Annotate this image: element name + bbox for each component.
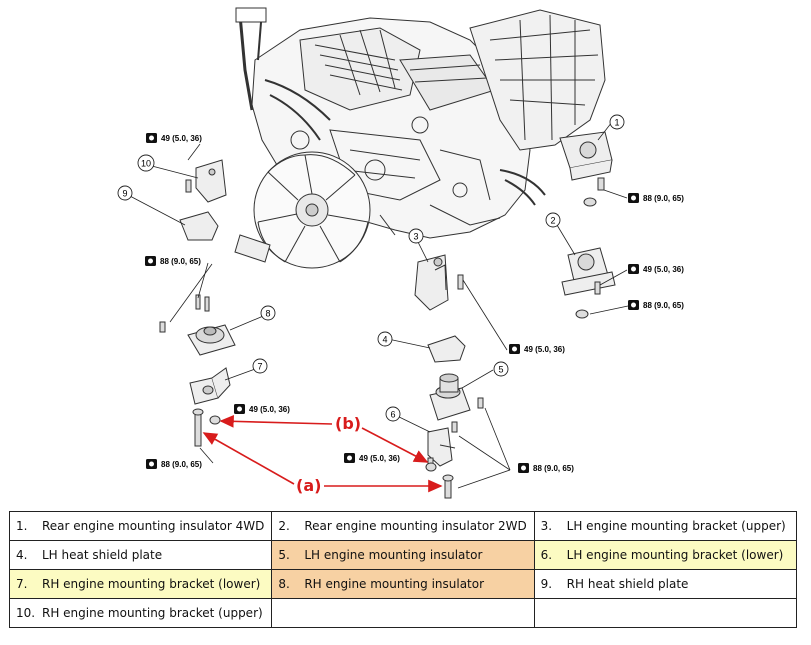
legend-cell: 10. RH engine mounting bracket (upper) [8, 598, 273, 628]
part-7-drawing [189, 367, 231, 405]
part-1-drawing [559, 131, 613, 207]
legend-number: 2. [278, 519, 290, 533]
engine-mount-diagram: 1 2 3 4 5 6 7 8 9 10 49 (5.0, 36) [117, 7, 684, 499]
legend-cell-highlighted: 7. RH engine mounting bracket (lower) [8, 569, 273, 599]
legend-cell-highlighted: 5. LH engine mounting insulator [271, 540, 535, 570]
torque-spec-10: 88 (9.0, 65) [518, 463, 574, 473]
callout-8: 8 [260, 305, 276, 321]
legend-label: RH heat shield plate [566, 577, 689, 591]
callout-10: 10 [137, 154, 155, 172]
svg-text:(a): (a) [296, 476, 321, 495]
legend-cell-highlighted: 8. RH engine mounting insulator [271, 569, 535, 599]
legend-label: RH engine mounting insulator [304, 577, 485, 591]
svg-text:88 (9.0, 65): 88 (9.0, 65) [533, 464, 574, 473]
legend-cell-empty [271, 598, 535, 628]
legend-label: LH engine mounting bracket (upper) [566, 519, 786, 533]
legend-label: RH engine mounting bracket (lower) [42, 577, 261, 591]
legend-label: RH engine mounting bracket (upper) [42, 606, 263, 620]
legend-label: Rear engine mounting insulator 4WD [42, 519, 265, 533]
legend-number: 7. [16, 577, 28, 591]
legend-cell-empty [533, 598, 798, 628]
part-6-drawing [427, 421, 458, 469]
legend-cell: 9. RH heat shield plate [533, 569, 798, 599]
torque-spec-4: 49 (5.0, 36) [628, 264, 684, 274]
svg-text:49 (5.0, 36): 49 (5.0, 36) [643, 265, 684, 274]
legend-row: 10. RH engine mounting bracket (upper) [8, 598, 798, 628]
svg-text:9: 9 [122, 189, 127, 199]
torque-spec-5: 88 (9.0, 65) [628, 300, 684, 310]
torque-spec-6: 49 (5.0, 36) [509, 344, 565, 354]
svg-text:4: 4 [382, 335, 387, 345]
svg-text:1: 1 [614, 118, 619, 128]
svg-text:10: 10 [141, 159, 151, 169]
legend-number: 1. [16, 519, 28, 533]
legend-number: 4. [16, 548, 28, 562]
callout-5: 5 [493, 361, 509, 377]
part-4-drawing [427, 335, 466, 363]
legend-number: 8. [278, 577, 290, 591]
svg-text:88 (9.0, 65): 88 (9.0, 65) [161, 460, 202, 469]
svg-text:49 (5.0, 36): 49 (5.0, 36) [161, 134, 202, 143]
torque-spec-1: 49 (5.0, 36) [146, 133, 202, 143]
legend-number: 5. [278, 548, 290, 562]
svg-text:6: 6 [390, 410, 395, 420]
legend-row: 1. Rear engine mounting insulator 4WD 2. R… [8, 511, 798, 541]
part-9-drawing [179, 211, 219, 241]
svg-text:3: 3 [413, 232, 418, 242]
callout-2: 2 [545, 212, 561, 228]
legend-cell: 2. Rear engine mounting insulator 2WD [271, 511, 535, 541]
leader-lines [127, 121, 629, 489]
legend-row: 7. RH engine mounting bracket (lower) 8. R… [8, 569, 798, 599]
legend-cell: 4. LH heat shield plate [8, 540, 273, 570]
svg-text:2: 2 [550, 216, 555, 226]
legend-label: Rear engine mounting insulator 2WD [304, 519, 527, 533]
part-2-drawing [561, 247, 616, 319]
svg-text:49 (5.0, 36): 49 (5.0, 36) [524, 345, 565, 354]
svg-text:88 (9.0, 65): 88 (9.0, 65) [643, 194, 684, 203]
callout-1: 1 [609, 114, 625, 130]
legend-cell-highlighted: 6. LH engine mounting bracket (lower) [533, 540, 798, 570]
diagram-svg: 1 2 3 4 5 6 7 8 9 10 49 (5.0, 36) [117, 7, 684, 499]
legend-label: LH heat shield plate [42, 548, 163, 562]
torque-spec-7: 49 (5.0, 36) [234, 404, 290, 414]
legend-label: LH engine mounting insulator [304, 548, 483, 562]
legend-cell: 1. Rear engine mounting insulator 4WD [8, 511, 273, 541]
part-3-drawing [414, 254, 464, 311]
callout-6: 6 [385, 406, 401, 422]
legend-number: 9. [540, 577, 553, 591]
svg-text:7: 7 [257, 362, 262, 372]
part-5-drawing [429, 373, 484, 421]
torque-spec-2: 88 (9.0, 65) [145, 256, 201, 266]
svg-text:5: 5 [498, 365, 503, 375]
annotation-b: (b) [219, 414, 429, 463]
callout-9: 9 [117, 185, 133, 201]
svg-text:8: 8 [265, 309, 270, 319]
cooling-fan-drawing [234, 151, 371, 269]
legend-number: 3. [540, 519, 553, 533]
legend-number: 10. [16, 606, 36, 620]
part-10-drawing [185, 159, 227, 203]
svg-text:88 (9.0, 65): 88 (9.0, 65) [160, 257, 201, 266]
svg-text:49 (5.0, 36): 49 (5.0, 36) [249, 405, 290, 414]
torque-spec-9: 49 (5.0, 36) [344, 453, 400, 463]
torque-spec-3: 88 (9.0, 65) [628, 193, 684, 203]
svg-text:49 (5.0, 36): 49 (5.0, 36) [359, 454, 400, 463]
svg-text:88 (9.0, 65): 88 (9.0, 65) [643, 301, 684, 310]
legend-number: 6. [540, 548, 553, 562]
callout-4: 4 [377, 331, 393, 347]
callout-3: 3 [408, 228, 424, 244]
callout-7: 7 [252, 358, 268, 374]
torque-spec-8: 88 (9.0, 65) [146, 459, 202, 469]
annotation-a: (a) [202, 432, 443, 495]
legend-cell: 3. LH engine mounting bracket (upper) [533, 511, 798, 541]
bolts-drawing [192, 408, 454, 499]
parts-legend-table: 1. Rear engine mounting insulator 4WD 2. R… [8, 511, 798, 628]
part-8-drawing [159, 294, 236, 356]
legend-label: LH engine mounting bracket (lower) [566, 548, 784, 562]
legend-row: 4. LH heat shield plate 5. LH engine mount… [8, 540, 798, 570]
svg-text:(b): (b) [335, 414, 361, 433]
